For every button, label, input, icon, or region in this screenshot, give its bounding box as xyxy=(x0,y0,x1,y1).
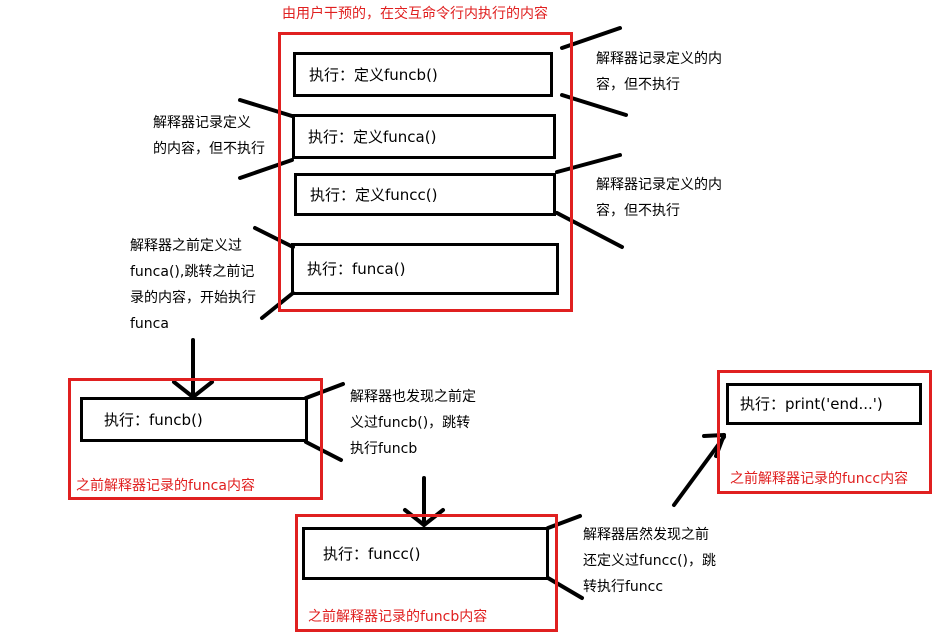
note-line: 义过funcb()，跳转 xyxy=(350,415,471,431)
connector-line xyxy=(253,226,295,249)
interactive-session-frame xyxy=(278,32,573,312)
connector-line xyxy=(238,98,294,118)
note-line: 解释器之前定义过 xyxy=(130,238,242,254)
note-line: 解释器也发现之前定 xyxy=(350,389,476,405)
step-label: 执行：定义funcc() xyxy=(310,185,438,204)
funcc-body-frame xyxy=(717,370,932,494)
funca-body-caption: 之前解释器记录的funca内容 xyxy=(76,478,255,494)
step-call-funca: 执行：funca() xyxy=(291,243,559,295)
step-define-funcc: 执行：定义funcc() xyxy=(294,173,556,216)
step-label: 执行：定义funca() xyxy=(308,127,437,146)
arrowhead xyxy=(191,380,214,399)
step-label: 执行：定义funcb() xyxy=(309,65,438,84)
connector-line xyxy=(304,382,345,400)
funca-body-frame xyxy=(68,378,323,500)
note-funca-body: 解释器也发现之前定 义过funcb()，跳转 执行funcb xyxy=(350,384,476,462)
arrowhead xyxy=(403,508,426,527)
note-line: funca xyxy=(130,316,169,332)
connector-line xyxy=(555,153,622,174)
note-line: 解释器记录定义的内 xyxy=(596,51,722,67)
connector-line xyxy=(546,576,584,600)
note-line: 解释器记录定义的内 xyxy=(596,177,722,193)
note-line: 容，但不执行 xyxy=(596,203,680,219)
note-line: 的内容，但不执行 xyxy=(153,141,265,157)
note-line: 容，但不执行 xyxy=(596,77,680,93)
connector-line xyxy=(238,158,294,180)
step-label: 执行：funcc() xyxy=(323,544,421,563)
note-call-funca: 解释器之前定义过 funca(),跳转之前记 录的内容，开始执行 funca xyxy=(130,233,256,337)
top-frame-caption: 由用户干预的，在交互命令行内执行的内容 xyxy=(282,6,548,22)
connector-line xyxy=(304,440,343,462)
arrow-up xyxy=(672,435,726,507)
arrowhead xyxy=(422,508,445,527)
connector-line xyxy=(555,211,624,249)
note-line: 转执行funcc xyxy=(583,579,664,595)
step-call-funcb: 执行：funcb() xyxy=(80,397,308,442)
funcb-body-caption: 之前解释器记录的funcb内容 xyxy=(308,609,488,625)
funcb-body-frame xyxy=(295,514,558,632)
step-define-funca: 执行：定义funca() xyxy=(292,114,556,159)
note-define-funcc: 解释器记录定义的内 容，但不执行 xyxy=(596,172,722,224)
step-define-funcb: 执行：定义funcb() xyxy=(293,52,553,97)
note-define-funca: 解释器记录定义 的内容，但不执行 xyxy=(153,110,265,162)
step-call-funcc: 执行：funcc() xyxy=(302,527,549,580)
arrowhead xyxy=(172,380,195,399)
note-line: 解释器居然发现之前 xyxy=(583,527,709,543)
note-funcb-body: 解释器居然发现之前 还定义过funcc()，跳 转执行funcc xyxy=(583,522,716,600)
connector-line xyxy=(546,514,582,530)
step-label: 执行：print('end...') xyxy=(740,395,883,413)
note-line: funca(),跳转之前记 xyxy=(130,264,255,280)
note-line: 执行funcb xyxy=(350,441,418,457)
step-label: 执行：funca() xyxy=(307,260,406,278)
note-line: 录的内容，开始执行 xyxy=(130,290,256,306)
note-define-funcb: 解释器记录定义的内 容，但不执行 xyxy=(596,46,722,98)
step-print-end: 执行：print('end...') xyxy=(726,383,922,425)
step-label: 执行：funcb() xyxy=(104,410,203,429)
note-line: 还定义过funcc()，跳 xyxy=(583,553,716,569)
funcc-body-caption: 之前解释器记录的funcc内容 xyxy=(730,471,909,487)
arrowhead xyxy=(702,433,726,438)
connector-line xyxy=(260,291,295,320)
note-line: 解释器记录定义 xyxy=(153,115,251,131)
